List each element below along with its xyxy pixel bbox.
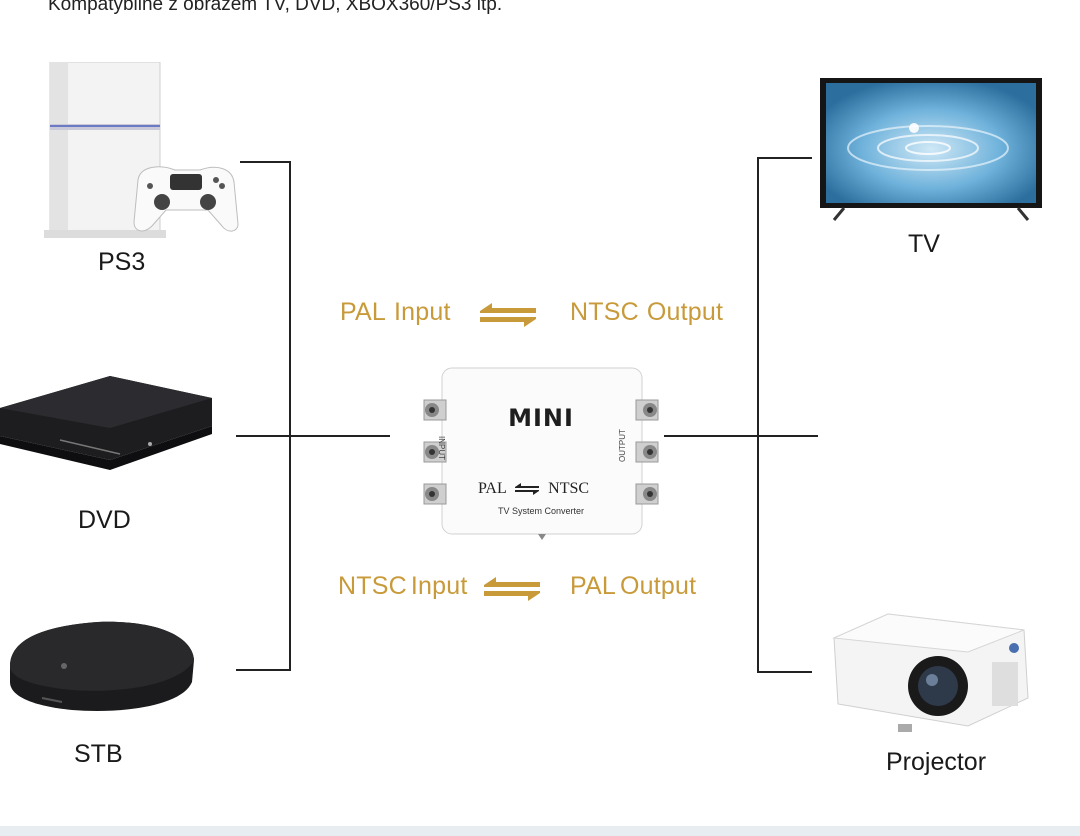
set-top-box-icon [2,606,202,726]
mode-top-input: PAL Input [340,298,451,327]
converter-brand: MINI [508,404,574,432]
mode-bottom-output-word: Output [620,572,697,600]
output-label-projector: Projector [886,748,987,776]
mode-top-output-standard: NTSC [570,298,639,326]
bottom-strip [0,826,1080,836]
mode-top-output-word: Output [646,298,724,326]
mode-bottom-input-word: Input [410,572,468,600]
right-bracket [757,157,812,673]
converter-pal: PAL [478,480,507,497]
output-label-tv: TV [908,230,940,258]
mode-top-input-standard: PAL [340,298,386,326]
left-bracket [236,161,291,671]
converter-input-label: INPUT [437,436,446,460]
dvd-player-icon [0,370,220,480]
swap-arrows-icon [478,302,538,328]
output-jacks [635,399,659,505]
source-label-ps3: PS3 [98,248,146,276]
converter-box: MINI INPUT OUTPUT PAL NTSC TV System Con… [422,366,660,542]
mode-bottom-output-standard: PAL [570,572,616,600]
converter-output-label: OUTPUT [618,429,627,462]
swap-arrows-icon [482,576,542,602]
ps3-console-icon [40,62,240,242]
converter-mode: PAL NTSC [478,480,589,498]
tv-icon [818,78,1044,223]
converter-ntsc: NTSC [548,480,590,497]
converter-swap-icon [515,483,540,496]
source-label-stb: STB [74,740,123,768]
input-jacks [423,399,447,505]
mode-bottom-input-standard: NTSC [338,572,407,600]
caption: Kompatybilne z obrazem TV, DVD, XBOX360/… [48,0,503,15]
converter-subtitle: TV System Converter [497,506,585,516]
mode-top-input-word: Input [394,298,451,326]
projector-icon [828,608,1033,733]
source-label-dvd: DVD [78,506,131,534]
